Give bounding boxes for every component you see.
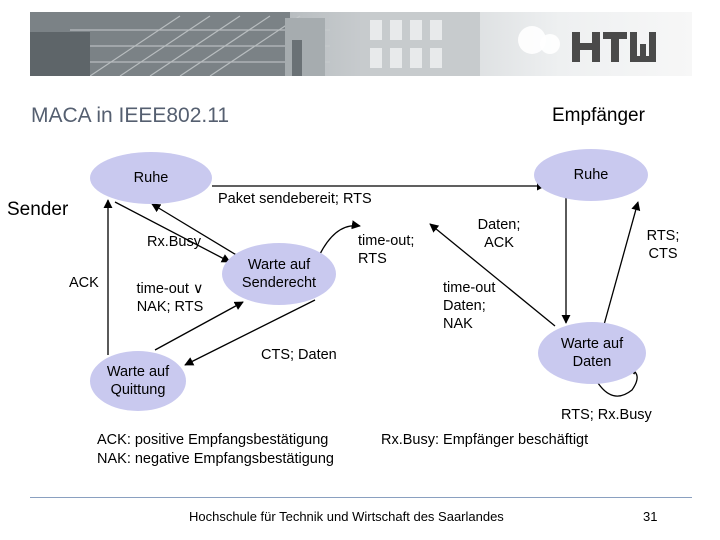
state-sender-idle-label: Ruhe	[133, 170, 169, 186]
transition-timeout-data-nak: time-out Daten; NAK	[443, 280, 496, 332]
state-wait-send-right: Warte auf Senderecht	[222, 243, 336, 305]
state-wait-ack-label: Warte auf Quittung	[106, 364, 170, 398]
state-receiver-idle: Ruhe	[534, 149, 648, 201]
edge-timeout-nak	[154, 301, 244, 351]
footer-institution: Hochschule für Technik und Wirtschaft de…	[189, 509, 504, 524]
building-photo	[30, 12, 560, 76]
transition-ack: ACK	[69, 275, 99, 291]
state-wait-data-label: Warte auf Daten	[560, 336, 624, 370]
role-receiver-label: Empfänger	[552, 105, 645, 126]
state-wait-data: Warte auf Daten	[538, 322, 646, 384]
page-number: 31	[643, 509, 658, 524]
transition-timeout-rts: time-out; RTS	[358, 233, 415, 267]
edge-cts-data	[184, 299, 316, 366]
transition-rx-busy: Rx.Busy	[147, 234, 201, 250]
transition-rts-cts: RTS; CTS	[646, 228, 680, 262]
htw-logo	[572, 30, 660, 69]
legend-ack: ACK: positive Empfangsbestätigung	[97, 432, 329, 448]
slide-title: MACA in IEEE802.11	[31, 104, 230, 127]
transition-packet-ready: Paket sendebereit; RTS	[218, 191, 372, 207]
footer-divider	[30, 497, 692, 498]
role-sender-label: Sender	[7, 199, 69, 220]
state-sender-idle: Ruhe	[90, 152, 212, 204]
edge-rts-cts	[601, 201, 641, 333]
transition-timeout-nak: time-out ∨ NAK; RTS	[136, 281, 204, 315]
edge-data-ack	[429, 223, 556, 327]
state-receiver-idle-label: Ruhe	[573, 167, 609, 183]
edge-send-to-wait	[114, 201, 231, 263]
edge-timeout-rts	[317, 220, 361, 259]
edge-rx-busy	[151, 203, 244, 260]
state-wait-send-right-label: Warte auf Senderecht	[241, 257, 317, 291]
transition-rts-rxbusy: RTS; Rx.Busy	[561, 407, 652, 423]
legend-nak: NAK: negative Empfangsbestätigung	[97, 451, 334, 467]
state-wait-ack: Warte auf Quittung	[90, 351, 186, 411]
transition-data-ack: Daten; ACK	[477, 217, 521, 251]
legend-rxbusy: Rx.Busy: Empfänger beschäftigt	[381, 432, 589, 448]
transition-cts-data: CTS; Daten	[261, 347, 337, 363]
edge-rts-rxbusy-loop	[595, 366, 638, 397]
header-banner	[30, 12, 692, 76]
htw-logo-mark	[572, 32, 656, 62]
